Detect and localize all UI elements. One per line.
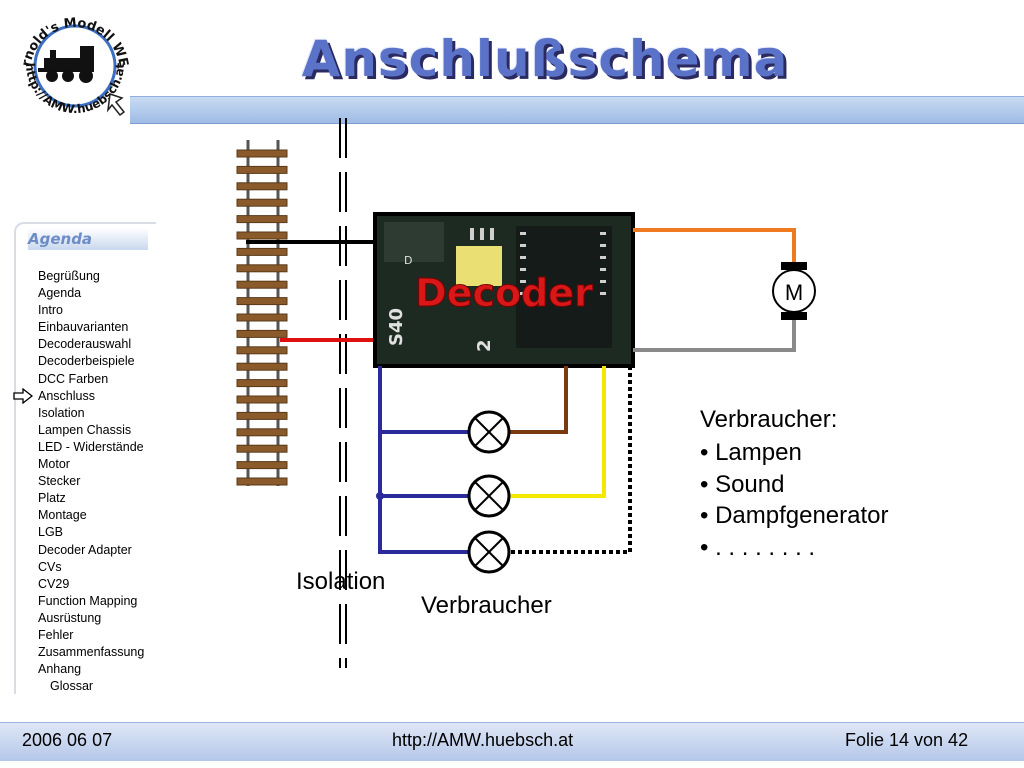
track-tie [236, 477, 288, 486]
agenda-item[interactable]: Function Mapping [38, 593, 138, 608]
chip-mark-d: D [404, 254, 412, 267]
agenda-panel [14, 222, 156, 694]
title-bar [130, 96, 1024, 124]
track-tie [236, 182, 288, 191]
agenda-heading: Agenda [28, 228, 148, 250]
agenda-item[interactable]: LED - Widerstände [38, 439, 144, 454]
consumers-label: Verbraucher [421, 592, 552, 619]
agenda-item[interactable]: Fehler [38, 627, 74, 642]
agenda-list: Begrüßung Agenda Intro Einbauvarianten D… [38, 268, 144, 695]
function-wire-dotted [508, 366, 632, 554]
motor-wire-orange [633, 228, 796, 266]
slide-title: Anschlußschema [301, 30, 789, 88]
footer-slide-number: Folie 14 von 42 [845, 730, 969, 750]
wire-junction [376, 492, 384, 500]
decoder-label: Decoder [415, 271, 593, 315]
agenda-item[interactable]: Anhang [38, 662, 82, 677]
agenda-item[interactable]: Lampen Chassis [38, 422, 132, 437]
common-wire-blue [378, 366, 470, 554]
track-tie [236, 395, 288, 404]
amw-logo[interactable]: Arnold's Modell WEB http://AMW.huebsch.a… [10, 2, 140, 128]
agenda-item[interactable]: Montage [38, 508, 87, 523]
cursor-icon [106, 92, 126, 117]
function-wire-yellow [508, 366, 606, 498]
track-tie [236, 313, 288, 322]
track-tie [236, 346, 288, 355]
track-tie [236, 428, 288, 437]
consumer-item: • Sound [700, 470, 785, 498]
agenda-item[interactable]: DCC Farben [38, 371, 109, 386]
agenda-item[interactable]: Agenda [38, 286, 82, 301]
agenda-item[interactable]: Intro [38, 303, 64, 318]
function-wire-brown [508, 366, 568, 434]
motor-icon: M [772, 262, 816, 320]
consumer-item: • Dampfgenerator [700, 502, 889, 529]
motor-wire-grey [633, 316, 796, 352]
chip-mark-2: 2 [474, 339, 495, 352]
track-tie [236, 297, 288, 306]
motor-label: M [785, 280, 803, 305]
agenda-item[interactable]: Decoder Adapter [38, 542, 132, 557]
track-tie [236, 215, 288, 224]
consumers-heading: Verbraucher: [700, 406, 838, 433]
track-tie [236, 149, 288, 158]
locomotive-icon [38, 46, 94, 83]
agenda-item[interactable]: Glossar [50, 679, 94, 694]
footer-date: 2006 06 07 [22, 730, 113, 750]
lamp-icon [467, 474, 511, 518]
isolation-line [339, 118, 347, 668]
agenda-item[interactable]: Decoderbeispiele [38, 354, 135, 369]
track-tie [236, 444, 288, 453]
track-tie [236, 280, 288, 289]
agenda-item[interactable]: Isolation [38, 405, 85, 420]
track-tie [236, 411, 288, 420]
agenda-item[interactable]: Begrüßung [38, 269, 100, 283]
chip-mark-s40: S40 [386, 308, 407, 346]
consumer-item: • Lampen [700, 439, 802, 466]
track [236, 140, 288, 486]
agenda-item[interactable]: Einbauvarianten [38, 320, 129, 335]
decoder-board: D S40 2 Decoder [373, 212, 635, 368]
track-tie [236, 461, 288, 470]
current-item-arrow-icon [13, 388, 34, 404]
agenda-item[interactable]: Ausrüstung [38, 610, 102, 625]
agenda-item[interactable]: Motor [38, 457, 70, 472]
agenda-item[interactable]: CVs [38, 559, 62, 574]
agenda-item[interactable]: Platz [38, 491, 66, 506]
track-tie [236, 264, 288, 273]
lamp-icon [467, 530, 511, 574]
track-tie [236, 379, 288, 388]
agenda-item[interactable]: LGB [38, 525, 64, 540]
track-tie [236, 362, 288, 371]
agenda-item[interactable]: Decoderauswahl [38, 337, 132, 352]
track-tie [236, 198, 288, 207]
isolation-label: Isolation [296, 568, 386, 595]
track-tie [236, 247, 288, 256]
agenda-item[interactable]: Zusammenfassung [38, 645, 145, 660]
consumers-list: • Lampen • Sound • Dampfgenerator • . . … [700, 437, 889, 563]
lamp-icon [467, 410, 511, 454]
agenda-item-current[interactable]: Anschluss [38, 388, 95, 403]
footer-bar [0, 722, 1024, 761]
track-tie [236, 329, 288, 338]
agenda-item[interactable]: Stecker [38, 474, 81, 489]
track-tie [236, 165, 288, 174]
footer-url[interactable]: http://AMW.huebsch.at [392, 730, 574, 750]
track-tie [236, 231, 288, 240]
agenda-item[interactable]: CV29 [38, 576, 70, 591]
consumer-item: • . . . . . . . . [700, 533, 816, 561]
